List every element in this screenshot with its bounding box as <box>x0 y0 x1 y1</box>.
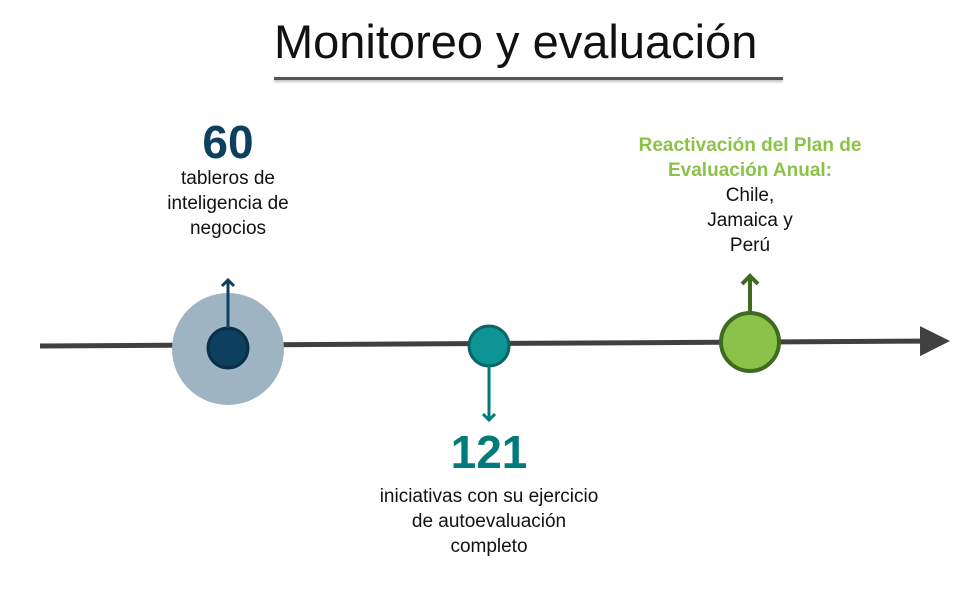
milestone-3-heading-2: Evaluación Anual: <box>668 160 832 181</box>
milestone-2-line-3: completo <box>450 536 528 557</box>
milestone-3-heading-1: Reactivación del Plan de <box>638 135 862 156</box>
milestone-1-line-1: tableros de <box>180 168 275 189</box>
milestone-3-line-1: Chile, <box>725 185 775 206</box>
milestone-2-number: 121 <box>450 426 528 478</box>
milestone-1-text: 60 tableros de inteligencia de negocios <box>128 118 328 241</box>
milestone-3-line-2: Jamaica y <box>707 210 793 231</box>
milestone-1-dot <box>206 326 250 370</box>
milestone-2-text: 121 iniciativas con su ejercicio de auto… <box>339 428 639 559</box>
milestone-2-line-1: iniciativas con su ejercicio <box>379 486 599 507</box>
milestone-1-line-2: inteligencia de <box>167 193 289 214</box>
milestone-3-line-3: Perú <box>729 235 771 256</box>
milestone-3-text: Reactivación del Plan de Evaluación Anua… <box>610 133 890 258</box>
milestone-1-line-3: negocios <box>189 218 267 239</box>
milestone-2-dot <box>467 324 511 368</box>
title-underline <box>274 77 783 80</box>
milestone-2-line-2: de autoevaluación <box>411 511 567 532</box>
slide-title: Monitoreo y evaluación <box>274 15 758 68</box>
milestone-3-dot <box>719 311 781 373</box>
milestone-1-number: 60 <box>202 116 254 168</box>
